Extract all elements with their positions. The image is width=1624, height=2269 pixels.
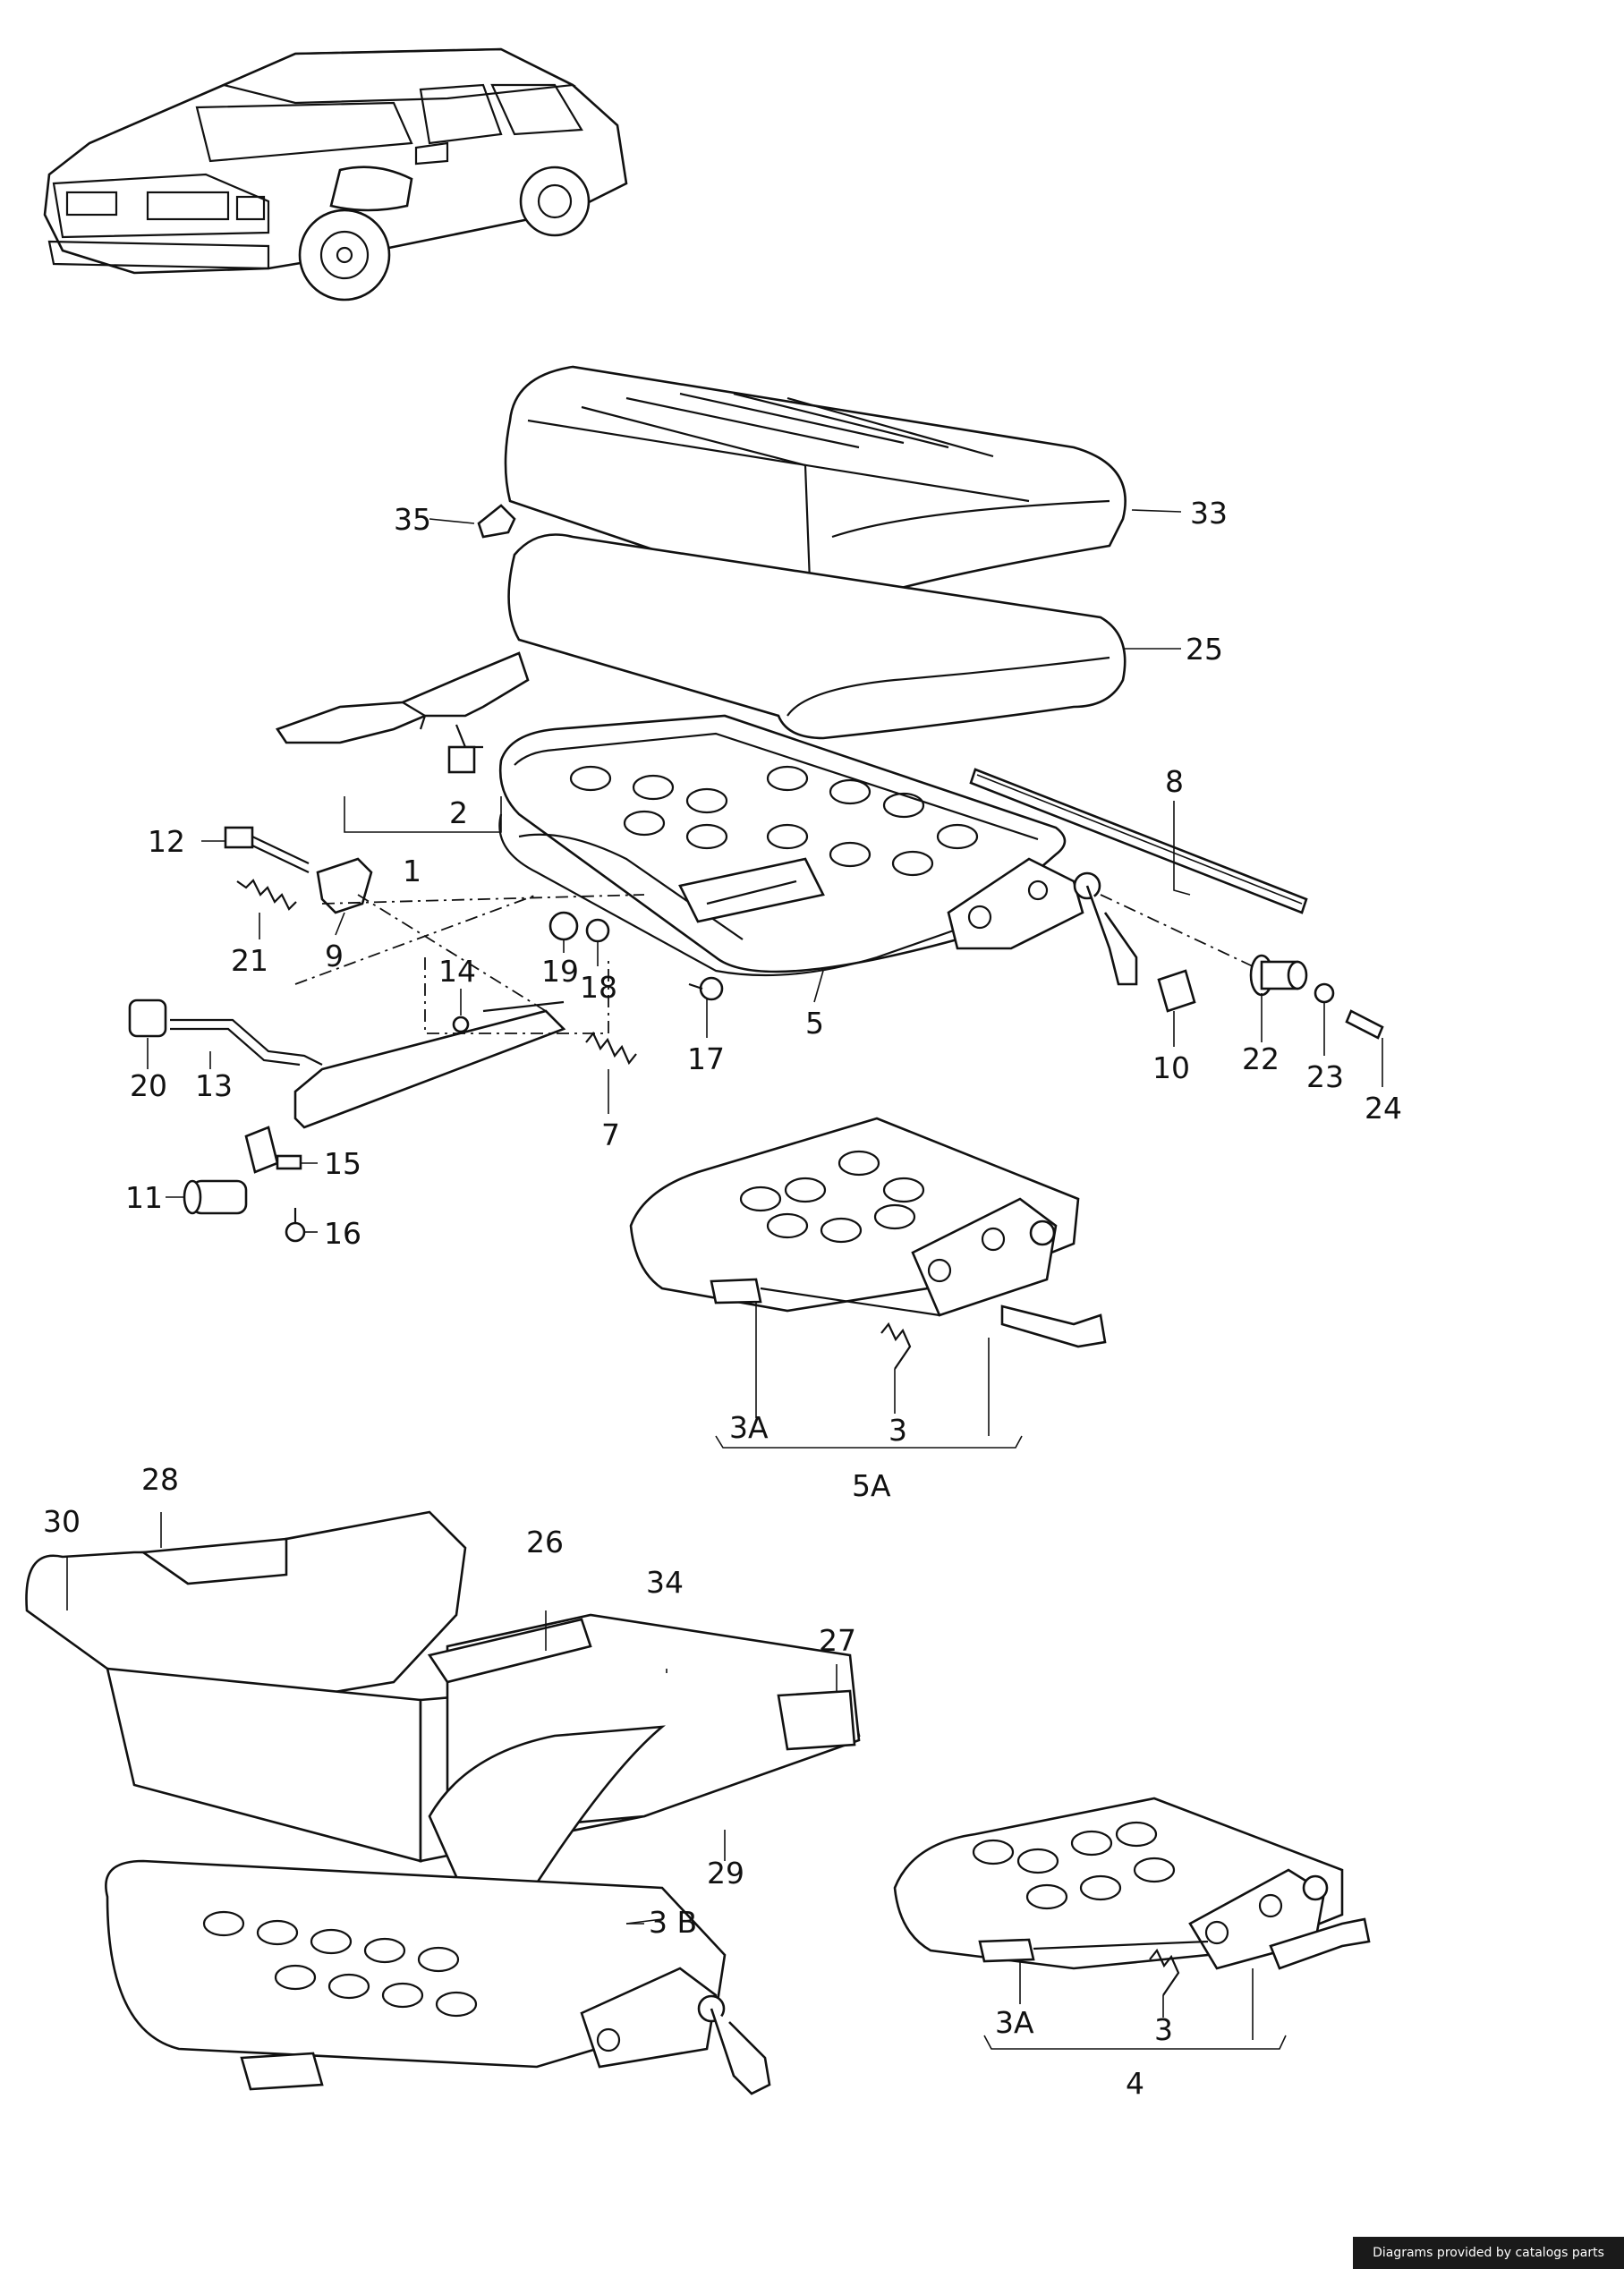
callout-8: 8 — [1165, 764, 1184, 799]
callout-1: 1 — [403, 854, 421, 888]
callout-3-lower: 3 — [1154, 2012, 1173, 2047]
callout-5A: 5A — [852, 1468, 891, 1503]
callout-27: 27 — [819, 1623, 856, 1658]
seat-frame-holes — [569, 765, 979, 877]
callout-19: 19 — [541, 954, 579, 989]
frame-detail-5A — [629, 1117, 1107, 1449]
callout-25: 25 — [1186, 632, 1223, 667]
callout-29: 29 — [707, 1856, 744, 1891]
callout-21: 21 — [231, 943, 268, 978]
callout-12: 12 — [148, 824, 185, 859]
callout-13: 13 — [195, 1068, 233, 1103]
callout-18: 18 — [580, 970, 617, 1005]
callout-28: 28 — [141, 1462, 179, 1497]
rail-8 — [969, 768, 1308, 914]
callout-2: 2 — [449, 795, 468, 830]
seat-assembly — [25, 1510, 861, 2095]
seat-frame-5 — [498, 714, 1138, 986]
callout-34: 34 — [646, 1565, 684, 1600]
callout-labels: 33 35 25 8 2 1 12 21 9 19 18 14 5 17 20 … — [43, 496, 1402, 2101]
car-illustration — [43, 47, 628, 302]
callout-17: 17 — [687, 1041, 725, 1076]
callout-24: 24 — [1365, 1091, 1402, 1126]
callout-26: 26 — [526, 1525, 564, 1559]
callout-16: 16 — [324, 1216, 361, 1251]
callout-20: 20 — [130, 1068, 167, 1103]
side-trim-1 — [275, 651, 530, 833]
callout-9: 9 — [325, 939, 344, 973]
callout-7: 7 — [601, 1118, 620, 1152]
callout-10: 10 — [1152, 1050, 1190, 1085]
foam-pad-25 — [507, 533, 1127, 740]
callout-15: 15 — [324, 1146, 361, 1181]
frame-detail-4 — [893, 1797, 1371, 2050]
callout-35: 35 — [394, 502, 431, 537]
callout-23: 23 — [1306, 1059, 1344, 1094]
callout-14: 14 — [438, 954, 476, 989]
callout-22: 22 — [1242, 1041, 1280, 1076]
callout-5: 5 — [805, 1006, 824, 1041]
callout-11: 11 — [125, 1180, 163, 1215]
small-parts — [128, 504, 1384, 1243]
callout-3A-lower: 3A — [995, 2005, 1034, 2040]
callout-3A-upper: 3A — [729, 1410, 769, 1445]
credit-banner: Diagrams provided by catalogs parts — [1353, 2237, 1624, 2269]
callout-30: 30 — [43, 1504, 81, 1539]
callout-3B: 3 B — [649, 1905, 697, 1940]
callout-33: 33 — [1190, 496, 1228, 531]
assembly-lines — [294, 894, 1254, 1034]
leader-lines — [66, 509, 1383, 2040]
callout-3-upper: 3 — [889, 1413, 907, 1448]
callout-4: 4 — [1126, 2066, 1144, 2101]
seat-cover-33 — [504, 365, 1127, 610]
